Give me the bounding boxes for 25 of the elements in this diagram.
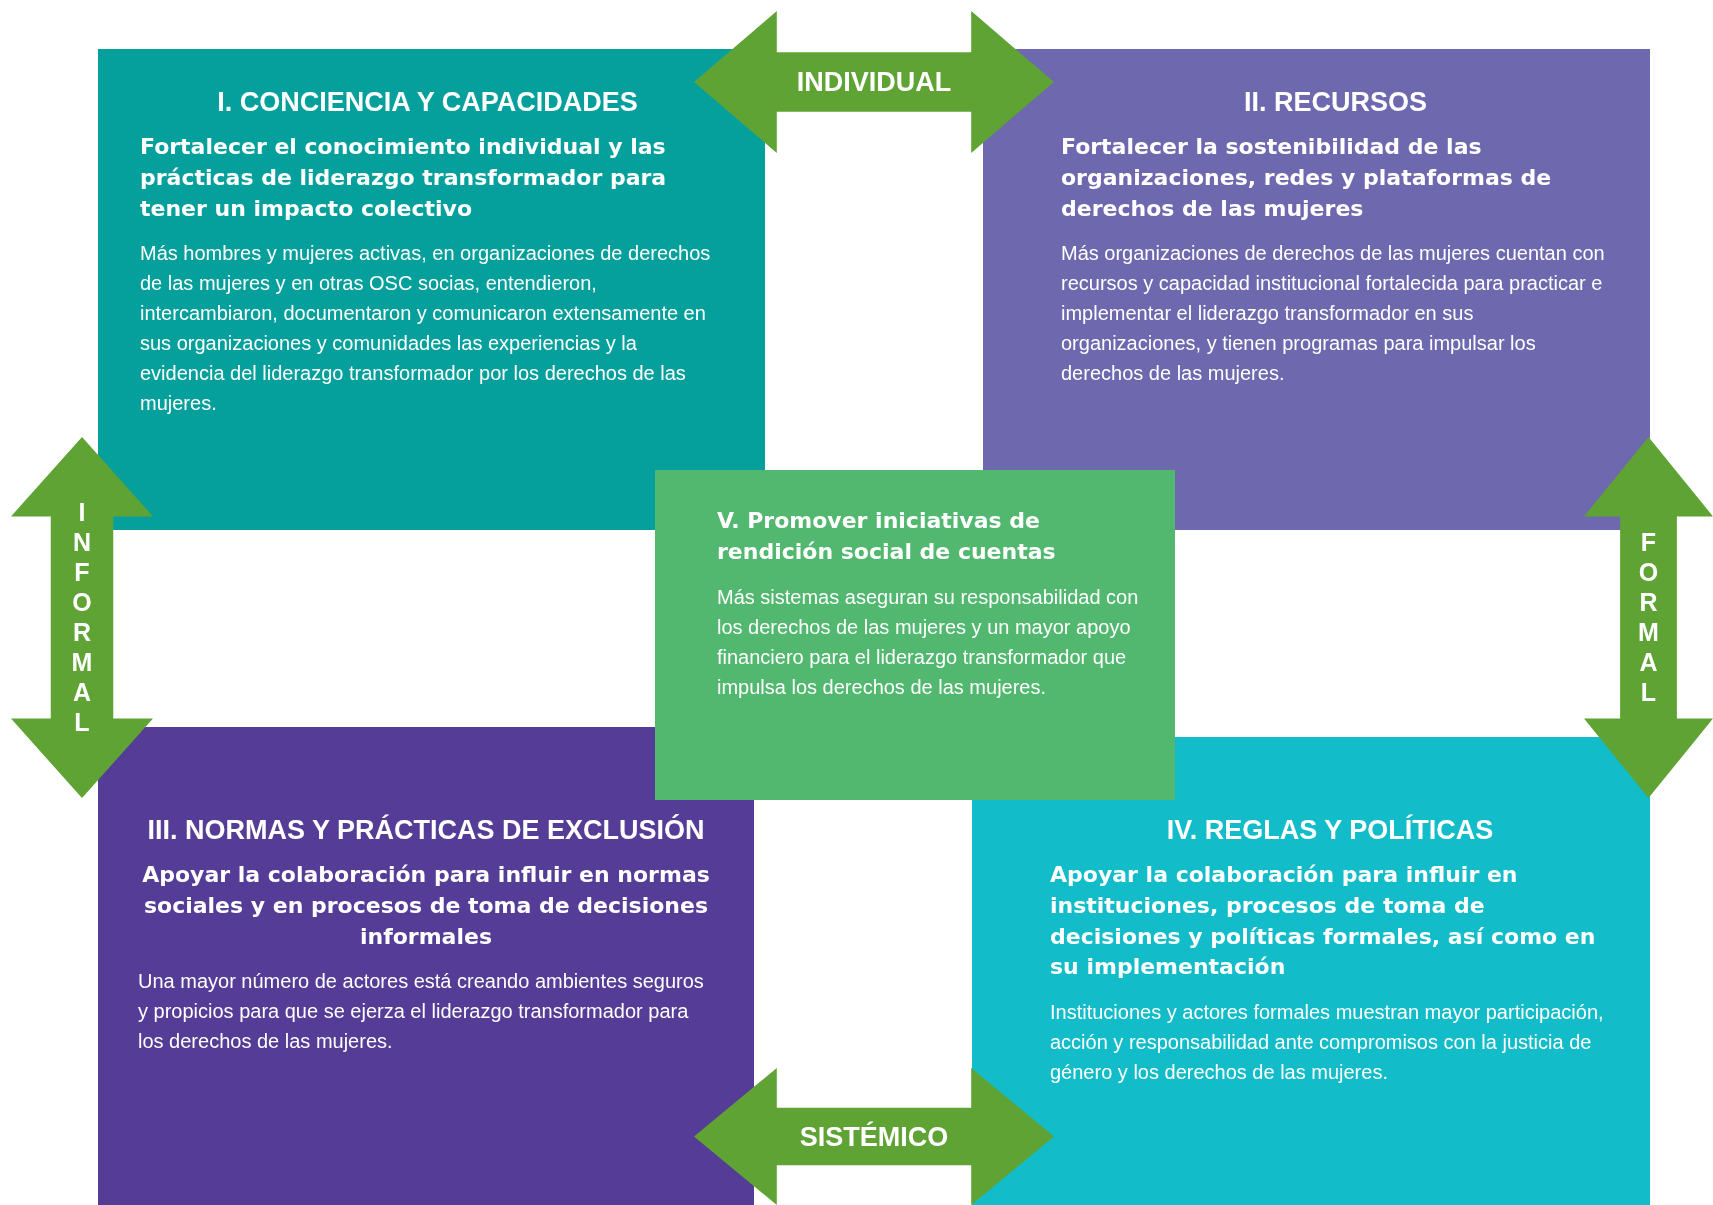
card-heading: V. Promover iniciativas de rendición social de cuentas: [717, 507, 1057, 566]
card-subheading: Fortalecer la sostenibilidad de las organizaciones, redes y plataformas de derechos de las mujeres: [1061, 133, 1553, 223]
card-body: Una mayor número de actores está creando ambientes seguros y propicios para que se ejerza el liderazgo transformador para los derechos de las mujeres.: [138, 969, 705, 1055]
card-heading: IV. REGLAS Y POLÍTICAS: [1165, 815, 1495, 846]
card-body: Instituciones y actores formales muestran mayor participación, acción y responsabilidad ante compromisos con la justicia de género y los derechos de las mujeres.: [1050, 1000, 1605, 1086]
card-heading: I. CONCIENCIA Y CAPACIDADES: [216, 87, 639, 118]
double-arrow: [11, 437, 153, 798]
card-body: Más organizaciones de derechos de las mujeres cuentan con recursos y capacidad institucional fortalecida para practicar e implementar el liderazgo transformador en sus organizaciones, y tienen programas para impulsar los derechos de las mujeres.: [1061, 241, 1606, 387]
double-arrow: [694, 11, 1054, 153]
double-arrow: [694, 1068, 1054, 1205]
edge-label: SISTÉMICO: [798, 1120, 950, 1154]
card-subheading: Fortalecer el conocimiento individual y las prácticas de liderazgo transformador para tener un impacto colectivo: [140, 133, 668, 223]
card-heading: III. NORMAS Y PRÁCTICAS DE EXCLUSIÓN: [146, 815, 706, 846]
card-body: Más hombres y mujeres activas, en organizaciones de derechos de las mujeres y en otras OSC socias, entendieron, intercambiaron, documentaron y comunicaron extensamente en sus organizaciones y comunidades las experiencias y la evidencia del liderazgo transformador por los derechos de las mujeres.: [140, 241, 712, 417]
quadrant-card: [98, 727, 754, 1205]
card-body: Más sistemas aseguran su responsabilidad con los derechos de las mujeres y un mayor apoyo financiero para el liderazgo transformador que impulsa los derechos de las mujeres.: [717, 584, 1140, 700]
edge-label: FORMAL: [1633, 527, 1664, 708]
quadrant-card: [655, 470, 1175, 800]
card-heading: II. RECURSOS: [1243, 87, 1428, 118]
card-subheading: Apoyar la colaboración para influir en normas sociales y en procesos de toma de decisiones informales: [141, 861, 711, 951]
edge-label: INFORMAL: [67, 497, 97, 738]
double-arrow: [1584, 437, 1713, 798]
card-subheading: Apoyar la colaboración para influir en instituciones, procesos de toma de decisiones y políticas formales, así como en su implementación: [1050, 861, 1597, 982]
quadrant-card: [972, 737, 1650, 1205]
edge-label: INDIVIDUAL: [795, 66, 953, 99]
